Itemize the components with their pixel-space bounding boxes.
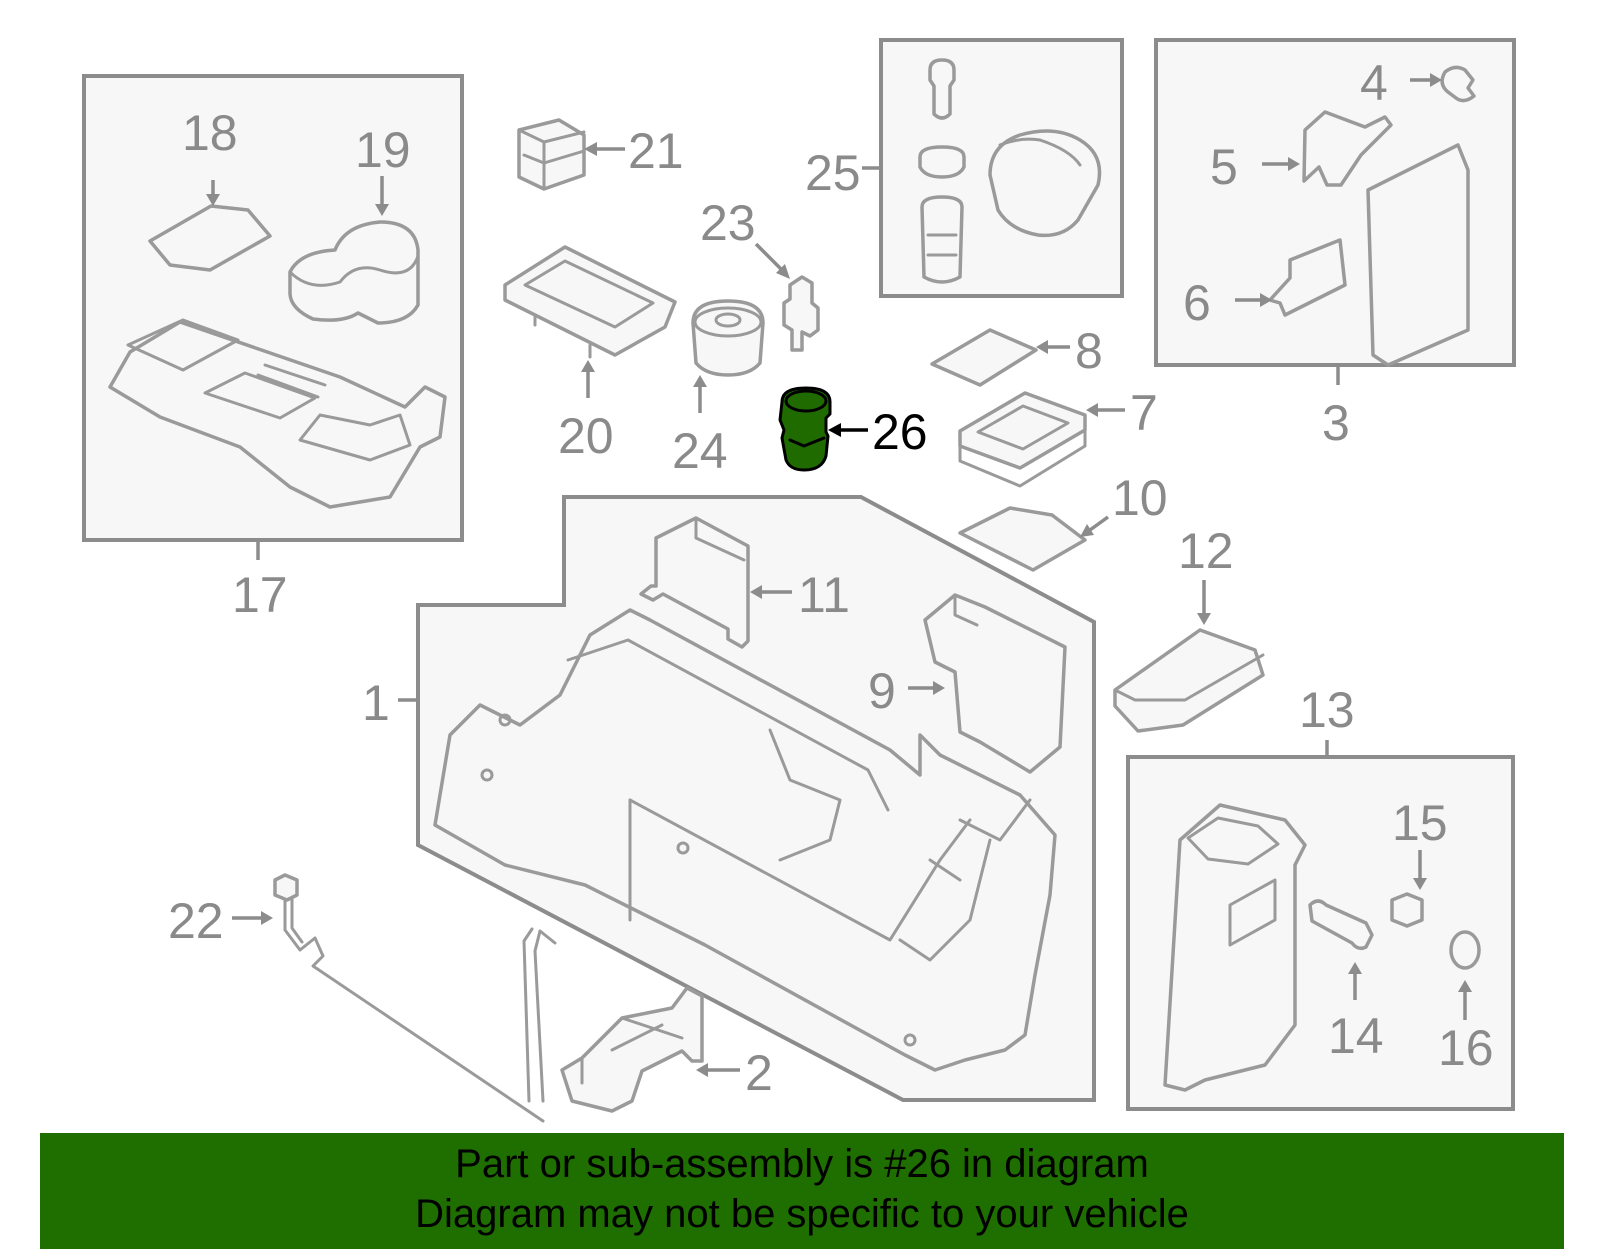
label-6: 6 [1183,275,1211,331]
lead-24 [693,375,707,413]
label-23: 23 [700,195,756,251]
label-18: 18 [182,105,238,161]
part-21 [517,118,586,191]
label-19: 19 [355,122,411,178]
label-3: 3 [1322,395,1350,451]
group-1-box [416,495,1096,1102]
lead-20 [581,360,595,398]
lead-23 [754,242,790,279]
label-22: 22 [168,893,224,949]
label-15: 15 [1392,795,1448,851]
lead-26 [828,423,868,437]
part-24 [691,299,765,377]
label-25: 25 [805,145,861,201]
group-17-box [82,74,464,542]
part-2 [560,986,704,1113]
label-4: 4 [1360,55,1388,111]
label-21: 21 [628,123,684,179]
label-20: 20 [558,408,614,464]
lead-8 [1036,340,1070,354]
label-24: 24 [672,423,728,479]
part-8 [930,328,1038,387]
part-10 [958,506,1087,572]
label-8: 8 [1075,323,1103,379]
label-14: 14 [1328,1008,1384,1064]
banner-line-1: Part or sub-assembly is #26 in diagram [455,1142,1149,1186]
lead-15 [1413,850,1427,890]
label-5: 5 [1210,139,1238,195]
lead-7 [1086,403,1125,417]
lead-19 [375,176,389,216]
label-10: 10 [1112,470,1168,526]
label-11: 11 [798,567,850,623]
lead-12 [1197,580,1211,625]
info-banner: Part or sub-assembly is #26 in diagram D… [40,1133,1564,1249]
group-25-box [879,38,1124,298]
banner-line-2: Diagram may not be specific to your vehi… [415,1192,1189,1236]
lead-18 [206,180,220,206]
label-12: 12 [1178,523,1234,579]
label-13: 13 [1299,682,1355,738]
label-17: 17 [232,567,288,623]
group-13-box [1126,755,1515,1111]
group-3-box [1154,38,1516,367]
part-20 [503,245,677,359]
label-2: 2 [745,1045,773,1101]
label-26: 26 [872,404,928,460]
part-23 [782,275,820,352]
label-9: 9 [868,663,896,719]
lead-5 [1262,157,1300,171]
lead-2 [696,1063,740,1077]
part-22 [273,873,557,1123]
lead-9 [908,681,945,695]
lead-10 [1080,515,1110,537]
lead-14 [1348,962,1362,1000]
lead-22 [232,911,273,925]
part-7 [958,391,1087,488]
label-16: 16 [1438,1020,1494,1076]
lead-6 [1235,293,1272,307]
label-7: 7 [1130,385,1158,441]
lead-11 [750,585,792,599]
lead-21 [584,142,625,156]
label-1: 1 [362,675,390,731]
part-12 [1113,628,1265,733]
part-26-highlighted [778,386,832,472]
lead-4 [1410,73,1442,87]
lead-16 [1458,980,1472,1020]
